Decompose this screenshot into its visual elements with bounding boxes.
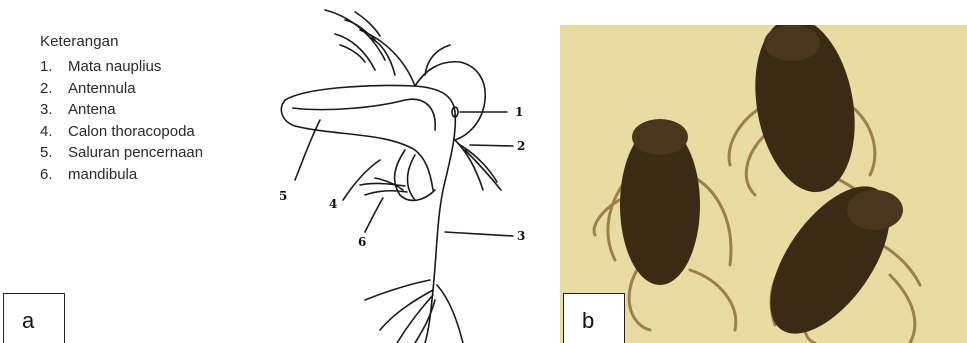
thoracopod <box>395 150 435 200</box>
panel-b: b <box>560 0 967 343</box>
legend-number: 5. <box>40 142 68 164</box>
legend-text: Antennula <box>68 78 136 100</box>
larva-top-head <box>764 25 820 61</box>
legend-item: 1.Mata nauplius <box>40 56 203 78</box>
upper-setae <box>325 10 450 86</box>
panel-label-a: a <box>3 293 65 343</box>
panel-label-text: a <box>22 308 34 334</box>
diagram-label-3: 3 <box>517 229 525 243</box>
legend-number: 6. <box>40 164 68 186</box>
antennule <box>455 140 501 190</box>
panel-label-text: b <box>582 308 594 334</box>
diagram-label-6: 6 <box>358 235 366 249</box>
larva-left-head <box>632 119 688 155</box>
diagram-label-2: 2 <box>517 139 525 153</box>
panel-a: Keterangan 1.Mata nauplius 2.Antennula 3… <box>0 0 560 343</box>
nauplius-diagram: 1 2 3 4 5 6 <box>265 0 535 343</box>
larva-bottom-head <box>847 190 903 230</box>
diagram-label-1: 1 <box>515 105 523 119</box>
legend-item: 2.Antennula <box>40 78 203 100</box>
legend-number: 3. <box>40 99 68 121</box>
legend-number: 4. <box>40 121 68 143</box>
antenna <box>365 280 463 343</box>
legend-title: Keterangan <box>40 33 203 50</box>
legend-text: Mata nauplius <box>68 56 161 78</box>
diagram-label-5: 5 <box>279 189 287 203</box>
leader-line-2 <box>470 145 513 146</box>
legend-list: 1.Mata nauplius 2.Antennula 3.Antena 4.C… <box>40 56 203 185</box>
legend-number: 1. <box>40 56 68 78</box>
body-outline-lower <box>281 100 433 190</box>
body-outline <box>285 86 455 343</box>
leader-line-4 <box>343 160 380 200</box>
legend: Keterangan 1.Mata nauplius 2.Antennula 3… <box>40 33 203 185</box>
legend-text: Antena <box>68 99 116 121</box>
legend-item: 3.Antena <box>40 99 203 121</box>
legend-number: 2. <box>40 78 68 100</box>
legend-item: 4.Calon thoracopoda <box>40 121 203 143</box>
leader-line-3 <box>445 232 513 236</box>
legend-item: 5.Saluran pencernaan <box>40 142 203 164</box>
mandibula-setae <box>360 178 407 195</box>
leader-line-6 <box>365 198 383 232</box>
diagram-label-4: 4 <box>329 197 337 211</box>
digestive-tract <box>293 99 435 130</box>
legend-text: mandibula <box>68 164 137 186</box>
legend-text: Calon thoracopoda <box>68 121 195 143</box>
legend-item: 6.mandibula <box>40 164 203 186</box>
panel-label-b: b <box>563 293 625 343</box>
legend-text: Saluran pencernaan <box>68 142 203 164</box>
